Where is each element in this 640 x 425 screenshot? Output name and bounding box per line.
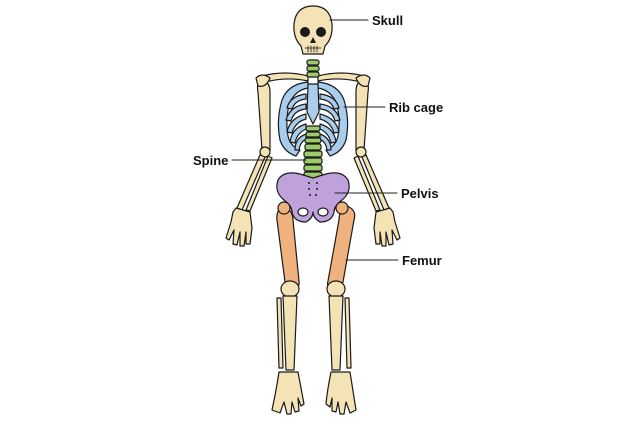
forearm-left-a: [353, 155, 381, 212]
tibia-right: [282, 295, 298, 371]
tibia-left: [328, 295, 344, 371]
kneecap-right: [280, 280, 300, 298]
humerus-right: [256, 79, 271, 151]
kneecap-left: [326, 280, 346, 298]
rib-cage: [277, 81, 349, 157]
foot-left: [325, 371, 357, 415]
pelvis-hole-left: [317, 207, 329, 217]
foot-right: [271, 371, 305, 415]
skull-label: Skull: [372, 13, 404, 28]
rib-cage-label: Rib cage: [389, 100, 444, 115]
elbow-left: [355, 146, 367, 158]
femur-label: Femur: [402, 253, 442, 268]
fibula-right: [276, 297, 284, 369]
humerus-left: [355, 79, 369, 151]
pelvis-label: Pelvis: [401, 186, 439, 201]
hand-left: [373, 207, 401, 247]
fibula-left: [344, 297, 352, 369]
spine-label: Spine: [193, 153, 229, 168]
sacrum-dots: [308, 182, 318, 196]
shoulder-right: [255, 74, 271, 87]
skull: [293, 5, 333, 55]
forearm-right-b: [245, 155, 273, 212]
pelvis-hole-right: [297, 207, 309, 217]
shoulder-left: [355, 74, 371, 87]
skull-teeth: [304, 45, 322, 53]
clavicle-right: [261, 72, 309, 84]
skull-features: [300, 27, 326, 43]
hand-right: [225, 207, 253, 247]
leader-lines: [231, 19, 399, 261]
hip-joint-left: [335, 201, 349, 215]
femur-left: [326, 205, 356, 290]
hip-joint-right: [277, 201, 291, 215]
